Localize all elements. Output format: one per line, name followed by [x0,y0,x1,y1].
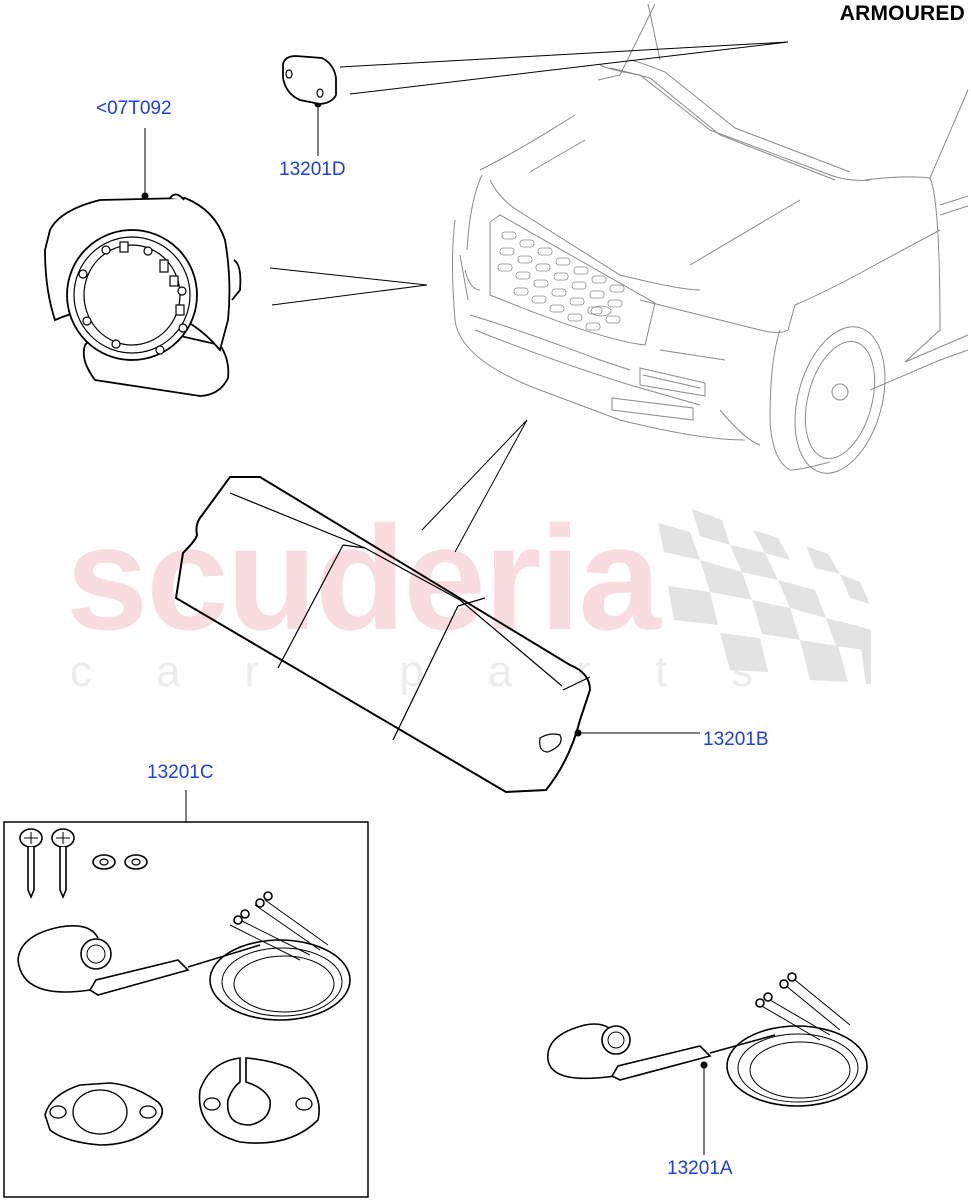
callout-13201D[interactable]: 13201D [279,159,346,180]
callout-13201B[interactable]: 13201B [703,729,769,750]
part-13201B-cover [174,476,592,794]
part-13201A-harness [547,972,868,1107]
watermark-car-parts: car parts [70,647,818,696]
watermark-scuderia: scuderia [66,496,661,661]
kit-13201C-box [3,821,369,1198]
callout-07T092[interactable]: <07T092 [96,98,172,119]
grille-pattern [497,231,625,331]
part-13201D-bracket [282,55,337,105]
callout-13201A[interactable]: 13201A [667,1158,733,1179]
leader-lines [144,41,789,1155]
diagram-title: ARMOURED [839,2,965,25]
checkered-flag-watermark [658,509,871,684]
callout-13201C[interactable]: 13201C [147,762,214,783]
part-07T092-siren [44,193,242,397]
vehicle-illustration [452,3,969,474]
kit-13201C-contents [17,828,351,1146]
